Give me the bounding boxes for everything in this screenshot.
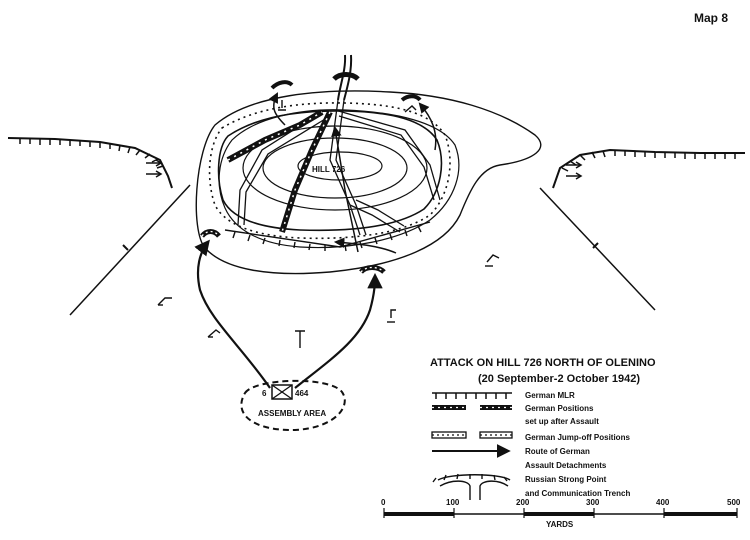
legend-dates: (20 September-2 October 1942) — [478, 373, 640, 385]
scale-tick-300: 300 — [586, 498, 600, 507]
legend-symbol-positions — [432, 405, 512, 410]
scale-unit: YARDS — [546, 520, 574, 529]
legend: ATTACK ON HILL 726 NORTH OF OLENINO (20 … — [430, 357, 656, 500]
legend-label-russian-1: Russian Strong Point — [525, 475, 607, 484]
german-positions-after-assault — [226, 54, 353, 233]
legend-label-positions-2: set up after Assault — [525, 417, 599, 426]
assault-routes — [194, 92, 437, 389]
unit-right-label: 464 — [295, 389, 309, 398]
mg-position-icon — [146, 159, 163, 178]
german-mlr-right — [552, 148, 745, 189]
mg-position-icon — [566, 161, 583, 180]
assembly-label: ASSEMBLY AREA — [258, 409, 326, 418]
legend-label-mlr: German MLR — [525, 391, 575, 400]
legend-label-jumpoff: German Jump-off Positions — [525, 433, 630, 442]
jump-off-positions — [200, 72, 422, 274]
scale-tick-500: 500 — [727, 498, 741, 507]
legend-title: ATTACK ON HILL 726 NORTH OF OLENINO — [430, 357, 656, 369]
legend-label-route-1: Route of German — [525, 447, 590, 456]
unit-symbol-icon — [271, 384, 293, 400]
legend-symbol-russian — [432, 473, 511, 500]
boundary-line-left — [69, 184, 191, 316]
mg-symbols — [157, 100, 500, 348]
map-number: Map 8 — [694, 11, 728, 25]
unit-left-label: 6 — [262, 389, 267, 398]
scale-tick-200: 200 — [516, 498, 530, 507]
scale-tick-0: 0 — [381, 498, 386, 507]
scale-bar: 0 100 200 300 400 500 YARDS — [381, 498, 741, 529]
legend-label-positions-1: German Positions — [525, 404, 594, 413]
legend-symbol-jumpoff — [431, 431, 513, 439]
legend-symbol-mlr — [432, 392, 512, 399]
hill-label: HILL 726 — [312, 165, 346, 174]
boundary-line-right — [539, 187, 656, 311]
legend-label-russian-2: and Communication Trench — [525, 489, 630, 498]
german-mlr-left — [7, 137, 173, 189]
scale-tick-400: 400 — [656, 498, 670, 507]
assembly-area: 6 464 ASSEMBLY AREA — [240, 379, 346, 432]
scale-tick-100: 100 — [446, 498, 460, 507]
legend-label-route-2: Assault Detachments — [525, 461, 607, 470]
